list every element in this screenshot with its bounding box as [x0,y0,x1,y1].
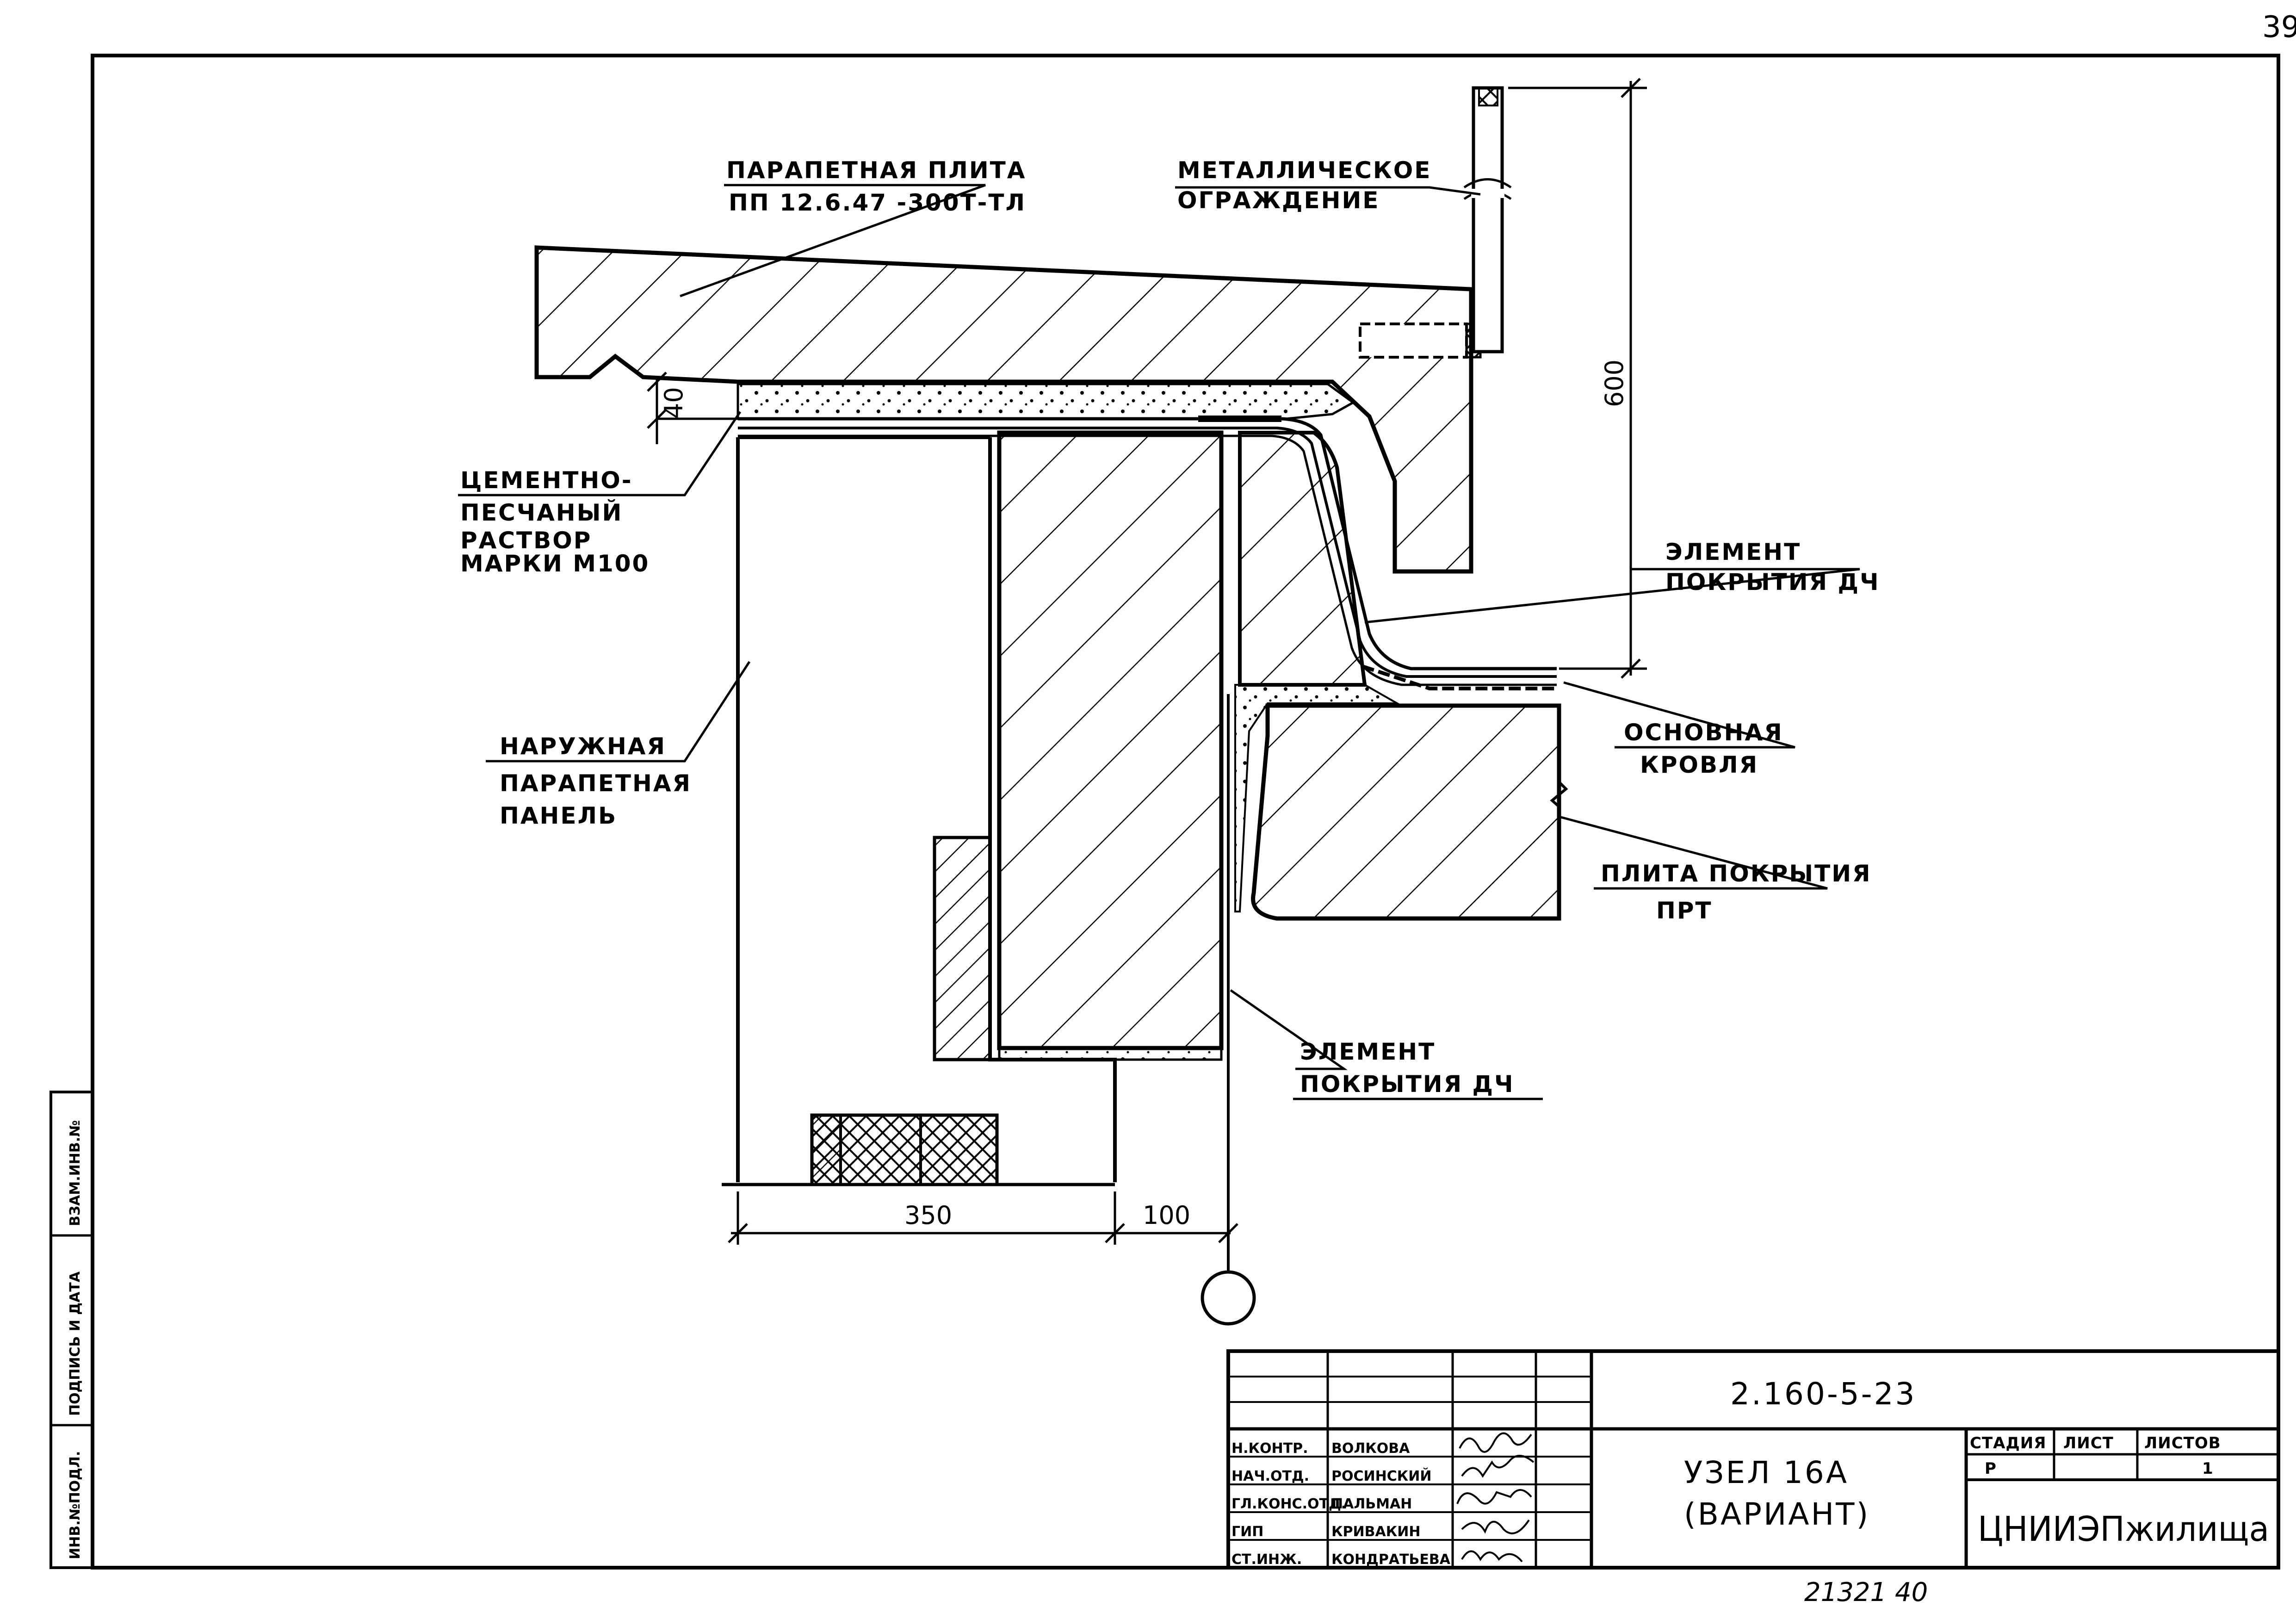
leader-lines [458,184,1860,1100]
label-mortar-line1: ЦЕМЕНТНО- [460,467,633,494]
label-outer-panel-line3: ПАНЕЛЬ [500,802,617,829]
stamp-inv-no: ИНВ.№ПОДЛ. [67,1451,83,1559]
sheet-frame [91,54,2280,1570]
stage-value: Р [1985,1459,1997,1478]
title-line2: (ВАРИАНТ) [1684,1496,1870,1532]
label-parapet-slab-mark: ПП 12.6.47 -300Т-ТЛ [729,189,1026,216]
role-3: ГИП [1232,1524,1263,1540]
side-stamp: ВЗАМ.ИНВ.№ ПОДПИСЬ И ДАТА ИНВ.№ПОДЛ. [50,1091,94,1569]
label-parapet-slab-title: ПАРАПЕТНАЯ ПЛИТА [726,157,1026,184]
role-1: НАЧ.ОТД. [1232,1468,1309,1484]
label-railing-line2: ОГРАЖДЕНИЕ [1177,187,1380,214]
label-outer-panel-line1: НАРУЖНАЯ [500,733,666,760]
label-roof-slab-line1: ПЛИТА ПОКРЫТИЯ [1601,860,1872,887]
label-outer-panel-line2: ПАРАПЕТНАЯ [500,770,692,797]
role-4: СТ.ИНЖ. [1232,1551,1302,1568]
parapet-slab [534,245,1473,574]
label-railing-line1: МЕТАЛЛИЧЕСКОЕ [1177,157,1431,184]
sheet-header: ЛИСТ [2063,1434,2114,1452]
label-roof-slab-line2: ПРТ [1656,897,1713,924]
mortar-bed [736,383,1355,420]
label-element-bottom-line2: ПОКРЫТИЯ ДЧ [1300,1071,1514,1098]
name-2: ПАЛЬМАН [1331,1496,1412,1512]
lintel-block [810,1113,999,1186]
dimension-bottom [728,1191,1238,1245]
stamp-replaces-inv: ВЗАМ.ИНВ.№ [67,1120,83,1226]
mortar-fill [1234,684,1401,912]
label-element-top-line2: ПОКРЫТИЯ ДЧ [1665,569,1880,596]
dim-100-text: 100 [1143,1201,1190,1230]
dimension-600 [1508,78,1647,679]
stage-header: СТАДИЯ [1970,1434,2046,1452]
name-1: РОСИНСКИЙ [1331,1468,1431,1484]
label-main-roof-line1: ОСНОВНАЯ [1624,719,1783,746]
label-main-roof-line2: КРОВЛЯ [1640,751,1758,778]
role-2: ГЛ.КОНС.ОТД. [1232,1496,1346,1512]
anchor-sleeve [1359,323,1482,359]
dim-350-text: 350 [904,1201,952,1230]
organization: ЦНИИЭПжилища [1978,1509,2269,1549]
title-block [1226,1349,2280,1570]
metal-railing [1463,86,1512,354]
insert-block [933,836,992,1061]
label-mortar-line2: ПЕСЧАНЫЙ [460,499,623,526]
dim-600-text: 600 [1600,360,1629,407]
role-0: Н.КОНТР. [1232,1440,1308,1457]
coating-element-dch [1238,431,1367,687]
name-4: КОНДРАТЬЕВА [1331,1551,1451,1568]
dimension-40 [647,372,738,444]
name-3: КРИВАКИН [1331,1524,1420,1540]
label-mortar-line4: МАРКИ М100 [460,550,650,577]
doc-code: 2.160-5-23 [1730,1376,1917,1412]
title-line1: УЗЕЛ 16А [1684,1455,1849,1490]
label-mortar-line3: РАСТВОР [460,527,592,554]
label-element-top-line1: ЭЛЕМЕНТ [1665,539,1801,565]
page-number: 39 [2262,10,2296,44]
roof-slab-prt [1251,703,1561,921]
dim-40-text: 40 [659,387,688,419]
name-0: ВОЛКОВА [1331,1440,1410,1457]
stamp-signature-date: ПОДПИСЬ И ДАТА [67,1271,83,1416]
sheets-value: 1 [2202,1459,2214,1478]
signatures [1456,1432,1535,1563]
axis-marker [1201,1270,1256,1326]
footer-number: 21321 40 [1804,1577,1928,1607]
sheets-header: ЛИСТОВ [2144,1434,2221,1452]
label-element-bottom-line1: ЭЛЕМЕНТ [1300,1038,1436,1065]
concrete-block [997,430,1224,1050]
